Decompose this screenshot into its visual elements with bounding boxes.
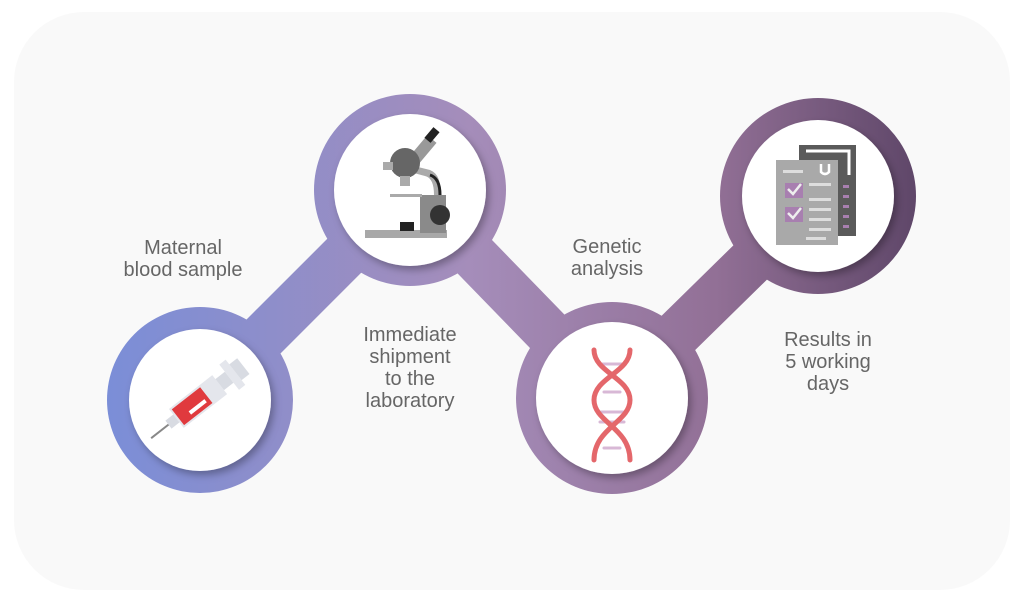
syringe-icon [150, 358, 250, 439]
step-circle-2 [334, 114, 486, 266]
step-label-1: Maternal blood sample [123, 237, 243, 281]
step-label-2: Immediate shipment to the laboratory [363, 324, 457, 412]
step-label-4: Results in 5 working days [784, 329, 872, 395]
report-icon [776, 145, 856, 245]
microscope-icon [365, 127, 450, 238]
step-label-3: Genetic analysis [570, 236, 644, 280]
step-circle-3 [536, 322, 688, 474]
dna-icon [591, 347, 633, 463]
